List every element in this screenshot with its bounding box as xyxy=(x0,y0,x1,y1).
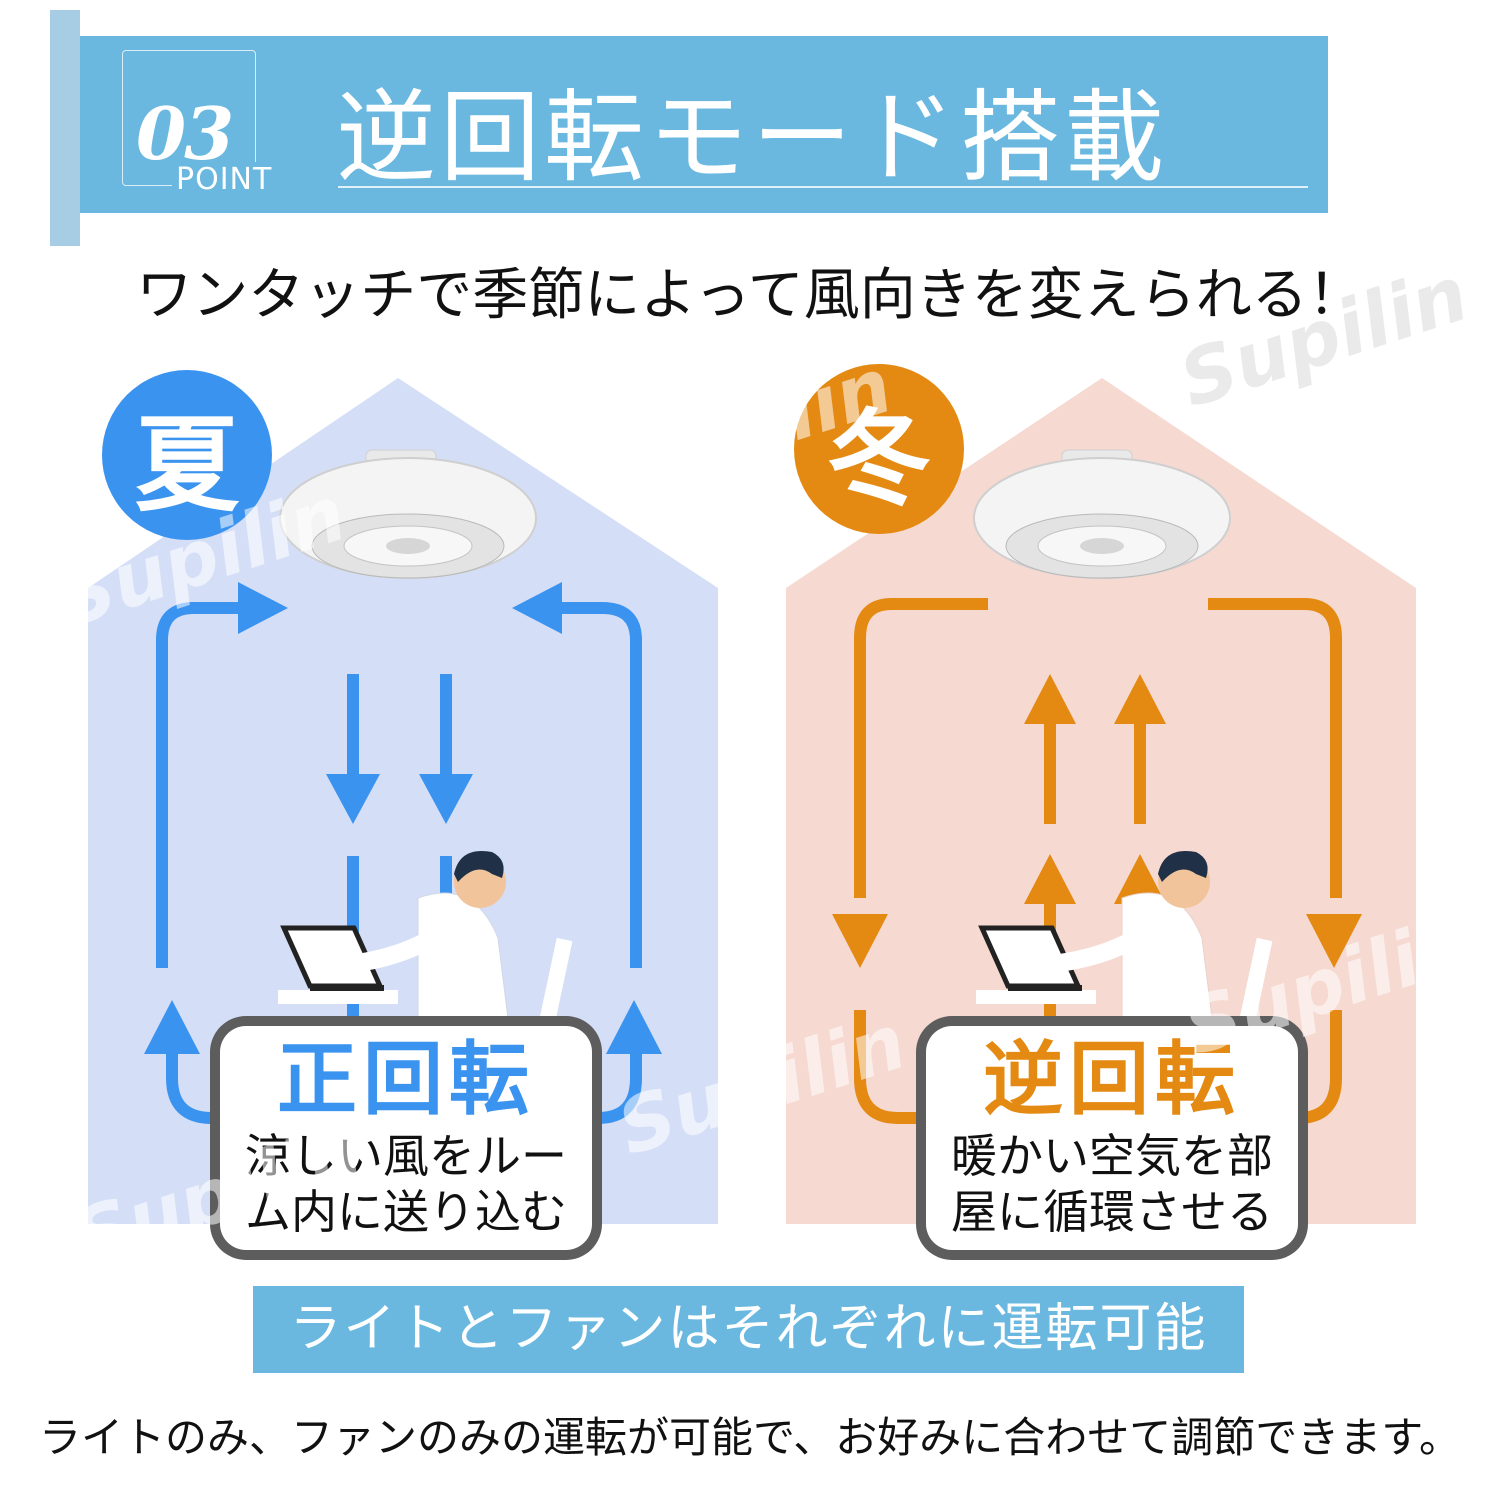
summer-mode-label: 正回転 xyxy=(277,1033,535,1126)
bottom-banner: ライトとファンはそれぞれに運転可能 xyxy=(253,1286,1244,1373)
winter-house-shape xyxy=(786,378,1416,1224)
winter-loop-arrows xyxy=(854,598,1342,1124)
summer-badge: 夏 xyxy=(102,370,272,540)
header-underline xyxy=(338,186,1308,188)
header-side-bar xyxy=(50,10,80,246)
point-word: POINT xyxy=(172,162,277,197)
summer-loop-arrows xyxy=(156,602,642,1124)
summer-label-box: 正回転 涼しい風をルー ム内に送り込む xyxy=(220,1026,592,1250)
subtitle: ワンタッチで季節によって風向きを変えられる！ xyxy=(136,263,1364,328)
winter-fan-icon xyxy=(973,449,1231,579)
winter-mode-label: 逆回転 xyxy=(983,1033,1241,1126)
winter-badge: 冬 xyxy=(794,364,964,534)
summer-fan-icon xyxy=(279,449,537,579)
bottom-note: ライトのみ、ファンのみの運転が可能で、お好みに合わせて調節できます。 xyxy=(38,1413,1462,1462)
page-title: 逆回転モード搭載 xyxy=(336,79,1168,196)
point-number: 03 xyxy=(136,91,234,176)
summer-illustration xyxy=(88,378,718,1224)
winter-description: 暖かい空気を部 屋に循環させる xyxy=(951,1129,1273,1239)
winter-illustration xyxy=(786,378,1416,1224)
summer-description: 涼しい風をルー ム内に送り込む xyxy=(245,1129,567,1239)
header-band: 03 POINT 逆回転モード搭載 xyxy=(80,36,1328,213)
winter-label-box: 逆回転 暖かい空気を部 屋に循環させる xyxy=(926,1026,1298,1250)
summer-panel: 夏 正回転 涼しい風をルー ム内に送り込む xyxy=(88,370,720,1250)
winter-panel: 冬 逆回転 暖かい空気を部 屋に循環させる xyxy=(786,364,1418,1250)
